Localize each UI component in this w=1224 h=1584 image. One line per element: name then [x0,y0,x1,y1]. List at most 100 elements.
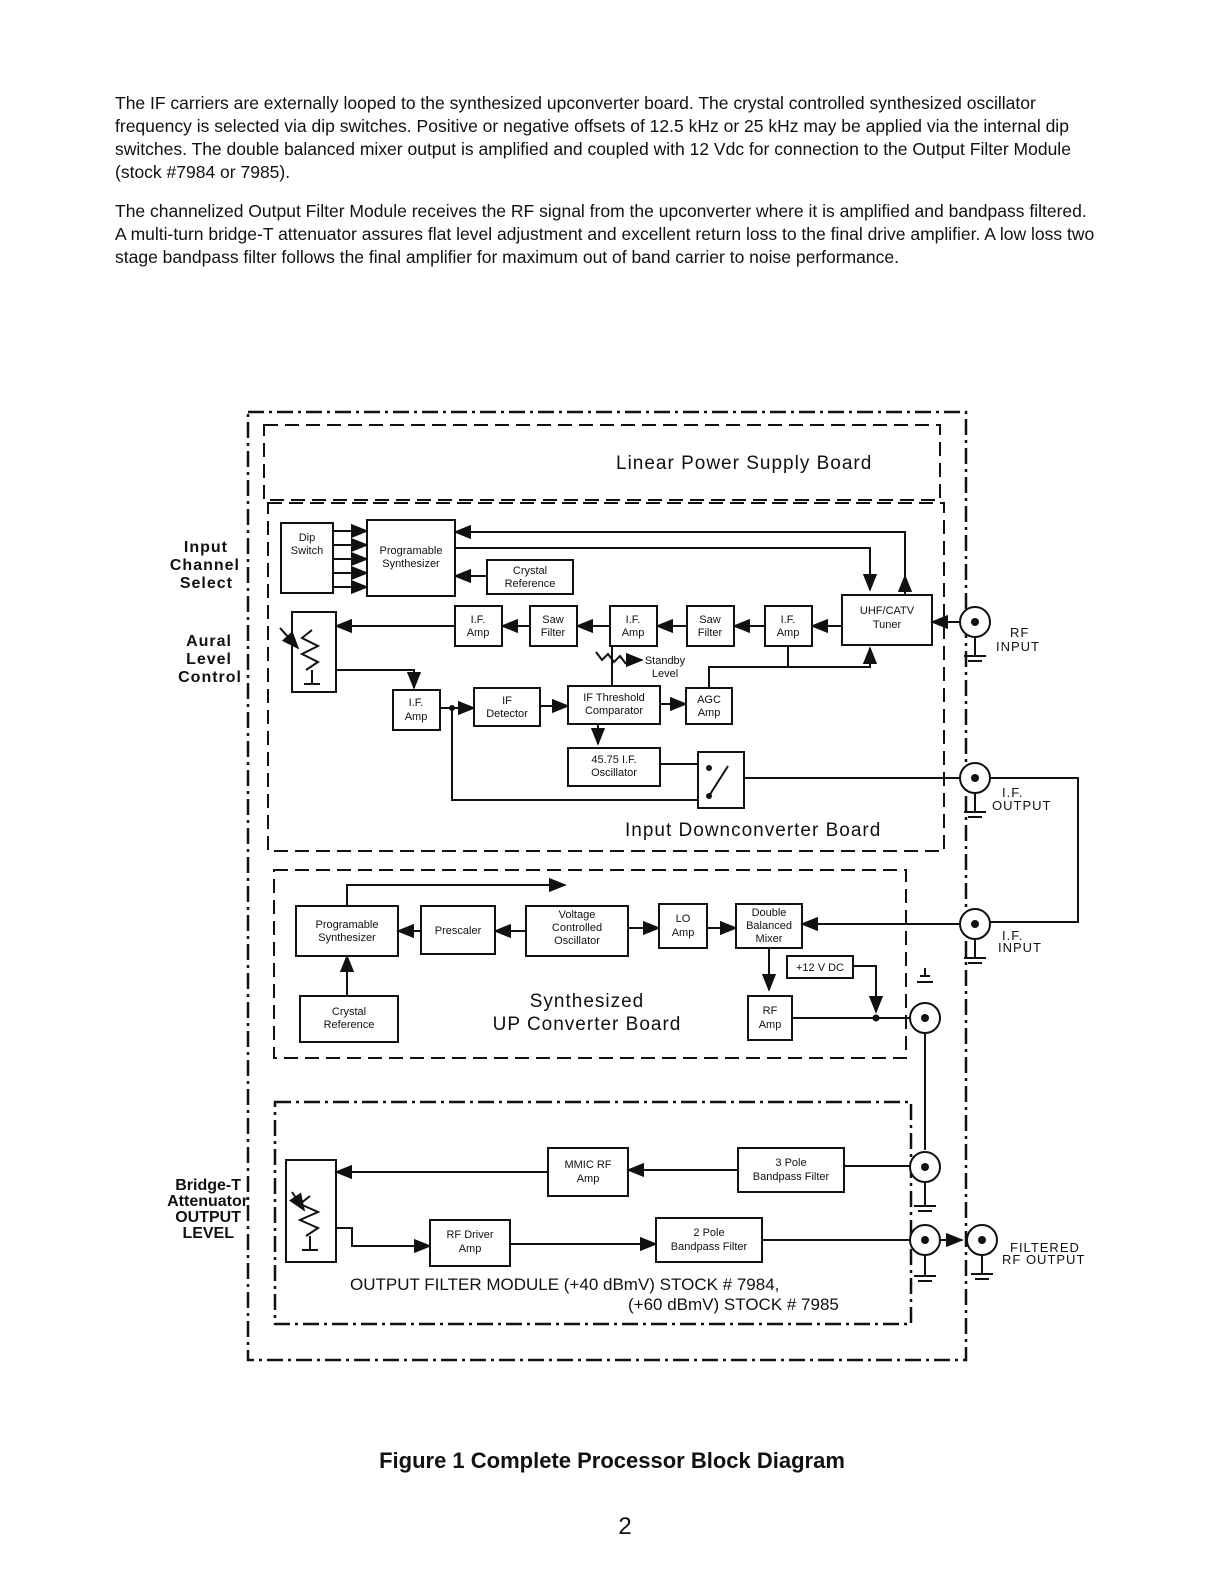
filtered-output-label-2: RF OUTPUT [1002,1252,1085,1267]
rf-amp-block [747,995,793,1041]
saw-filter-1-block [529,605,578,647]
paragraph-upconverter: The IF carriers are externally looped to… [115,93,1071,182]
programable-synthesizer-2-block [295,905,399,957]
saw-filter-2-block [686,605,735,647]
xtal2-text-2: Reference [324,1019,375,1031]
osc-text-1: 45.75 I.F. [591,754,636,766]
prog2-text-2: Synthesizer [318,932,376,944]
downconverter-board-label: Input Downconverter Board [625,820,881,841]
ifdet-text-1: IF [502,695,512,707]
rf-input-label-2: INPUT [996,639,1040,654]
if-amp-2-block [609,605,658,647]
prescaler-block [420,905,496,955]
xtal1-text-1: Crystal [513,565,547,577]
if-amp-1-block [454,605,503,647]
upconverter-board-label-1: Synthesized [530,991,645,1012]
vco-text-2: Controlled [552,922,602,934]
saw1-text-2: Filter [541,627,566,639]
figure-caption: Figure 1 Complete Processor Block Diagra… [379,1448,845,1473]
mmic-rf-amp-block [547,1147,629,1197]
if-output-label-1: I.F. [1002,785,1023,800]
aural-level-control-label-1: Aural [186,633,232,650]
dbm-text-2: Balanced [746,920,792,932]
power-supply-board [263,424,941,501]
output-filter-label-1: OUTPUT FILTER MODULE (+40 dBmV) STOCK # … [350,1275,779,1294]
tuner-text-1: UHF/CATV [860,605,915,617]
input-channel-select-label-3: Select [180,575,233,592]
aural-level-control-label-3: Control [178,669,242,686]
if-input-label-1: I.F. [1002,928,1023,943]
ifdet-text-2: Detector [486,708,528,720]
dip-switch-text-1: Dip [299,532,316,544]
dbm-text-3: Mixer [756,933,783,945]
rfamp-text-1: RF [763,1005,778,1017]
bridge-t-label-4: LEVEL [182,1225,234,1242]
mmic-text-2: Amp [577,1173,600,1185]
agc-text-2: Amp [698,707,721,719]
ifamp1-text-1: I.F. [471,614,486,626]
aural-level-control-label-2: Level [186,651,232,668]
bpf3-text-2: Bandpass Filter [753,1171,830,1183]
vco-block [525,905,629,957]
input-channel-select-label-1: Input [184,539,228,556]
thresh-text-2: Comparator [585,705,643,717]
prescaler-text: Prescaler [435,925,482,937]
crystal-reference-2-block [299,995,399,1043]
agc-text-1: AGC [697,694,721,706]
power-supply-board-label: Linear Power Supply Board [616,453,872,474]
if-switch [697,751,745,809]
saw1-text-1: Saw [542,614,563,626]
programable-synthesizer-1-block [366,519,456,597]
saw2-text-2: Filter [698,627,723,639]
standby-text-1: Standby [645,655,686,667]
upconverter-board-label-2: UP Converter Board [493,1014,682,1035]
mmic-text-1: MMIC RF [564,1159,611,1171]
if-oscillator-block [567,747,661,787]
bpf2-text-1: 2 Pole [693,1227,724,1239]
paragraph-output-filter: The channelized Output Filter Module rec… [115,201,1095,267]
page-number: 2 [618,1513,632,1540]
ifamp2-text-2: Amp [622,627,645,639]
vco-text-3: Oscillator [554,935,600,947]
crystal-reference-1-block [486,559,574,595]
dip-switch-text-2: Switch [291,545,323,557]
if-amp-3-block [764,605,813,647]
bpf3-text-1: 3 Pole [775,1157,806,1169]
aural-level-pot [291,611,337,693]
thresh-text-1: IF Threshold [583,692,645,704]
ifamp4-text-1: I.F. [409,697,424,709]
if-amp-4-block [392,689,441,731]
ifamp1-text-2: Amp [467,627,490,639]
if-detector-block [473,687,541,727]
vco-text-1: Voltage [559,909,596,921]
bridge-t-label-1: Bridge-T [175,1177,241,1194]
rf-input-label-1: RF [1010,625,1029,640]
lo-text-1: LO [676,913,691,925]
osc-text-2: Oscillator [591,767,637,779]
dbm-text-1: Double [752,907,787,919]
prog1-text-2: Synthesizer [382,558,440,570]
downconverter-board [267,502,945,852]
if-input-label-2: INPUT [998,940,1042,955]
prog1-text-1: Programable [380,545,443,557]
prog2-text-1: Programable [316,919,379,931]
standby-text-2: Level [652,668,678,680]
ifamp3-text-1: I.F. [781,614,796,626]
ifamp4-text-2: Amp [405,711,428,723]
upconverter-board [273,869,907,1059]
if-threshold-comparator-block [567,685,661,725]
input-channel-select-label-2: Channel [170,557,240,574]
two-pole-bandpass-filter-block [655,1217,763,1263]
rfdrv-text-1: RF Driver [446,1229,493,1241]
dip-switch-block [280,522,334,594]
bridge-t-label-3: OUTPUT [175,1209,241,1226]
lo-amp-block [658,903,708,949]
xtal1-text-2: Reference [505,578,556,590]
output-filter-module [273,1100,913,1326]
rfamp-text-2: Amp [759,1019,782,1031]
xtal2-text-1: Crystal [332,1006,366,1018]
rf-driver-amp-block [429,1219,511,1267]
ifamp3-text-2: Amp [777,627,800,639]
saw2-text-1: Saw [699,614,720,626]
